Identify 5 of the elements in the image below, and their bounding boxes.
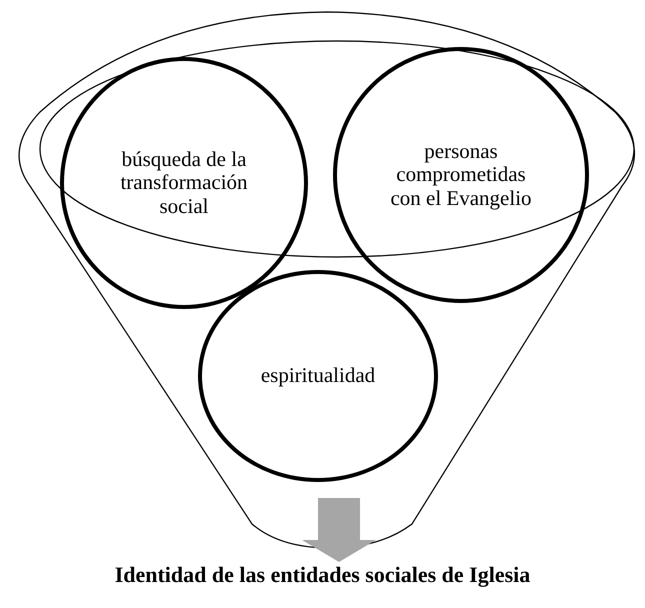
circle-node: espiritualidad: [198, 270, 438, 482]
down-arrow: [302, 498, 376, 562]
result-title: Identidad de las entidades sociales de Iglesia: [0, 562, 645, 588]
circle-node: búsqueda de la transformación social: [60, 57, 308, 309]
circle-node: personas comprometidas con el Evangelio: [333, 47, 589, 303]
